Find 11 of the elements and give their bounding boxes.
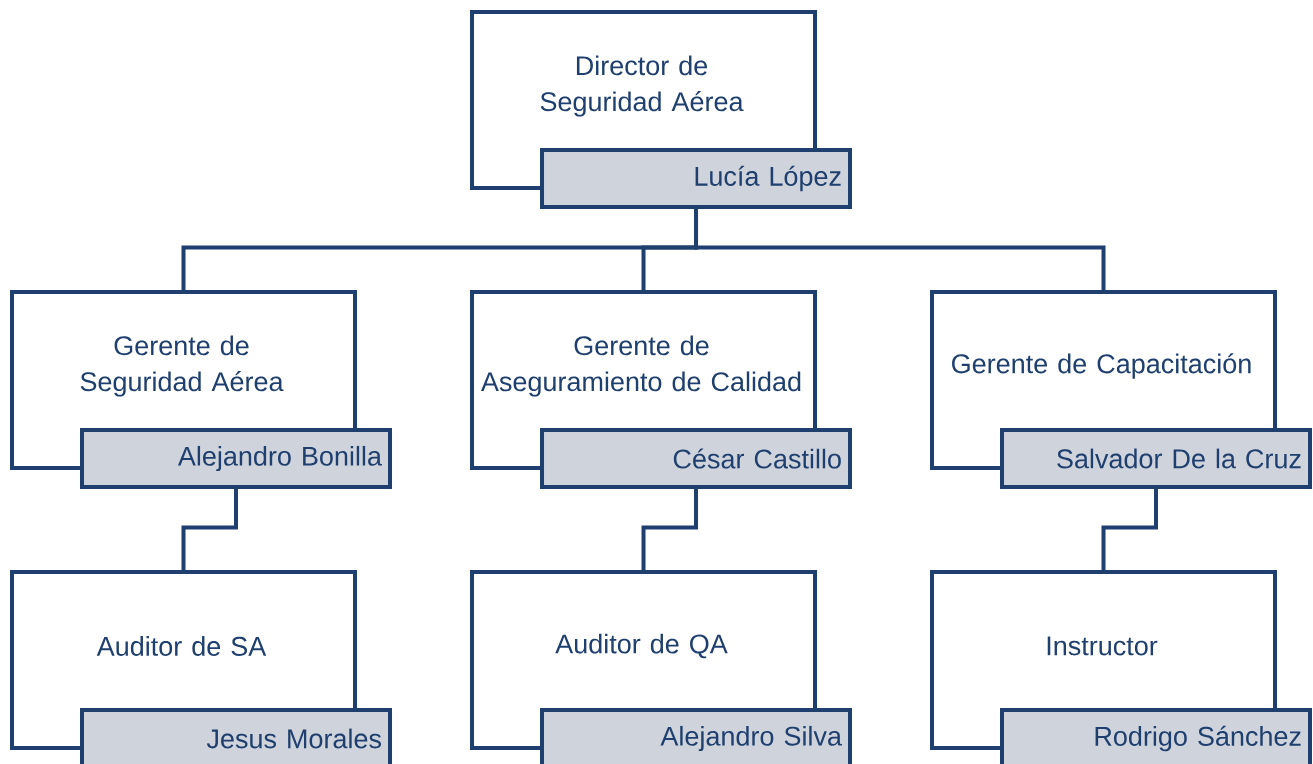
name-box: Lucía López xyxy=(540,148,852,209)
name-box: Rodrigo Sánchez xyxy=(1000,708,1312,764)
name-box: Salvador De la Cruz xyxy=(1000,428,1312,489)
name-box: Alejandro Silva xyxy=(540,708,852,764)
connector-line xyxy=(694,209,1106,290)
connector-line xyxy=(1101,489,1158,570)
name-box: Alejandro Bonilla xyxy=(80,428,392,489)
connector-line xyxy=(641,489,698,570)
name-box: Jesus Morales xyxy=(80,708,392,764)
name-box: César Castillo xyxy=(540,428,852,489)
connector-line xyxy=(181,489,238,570)
